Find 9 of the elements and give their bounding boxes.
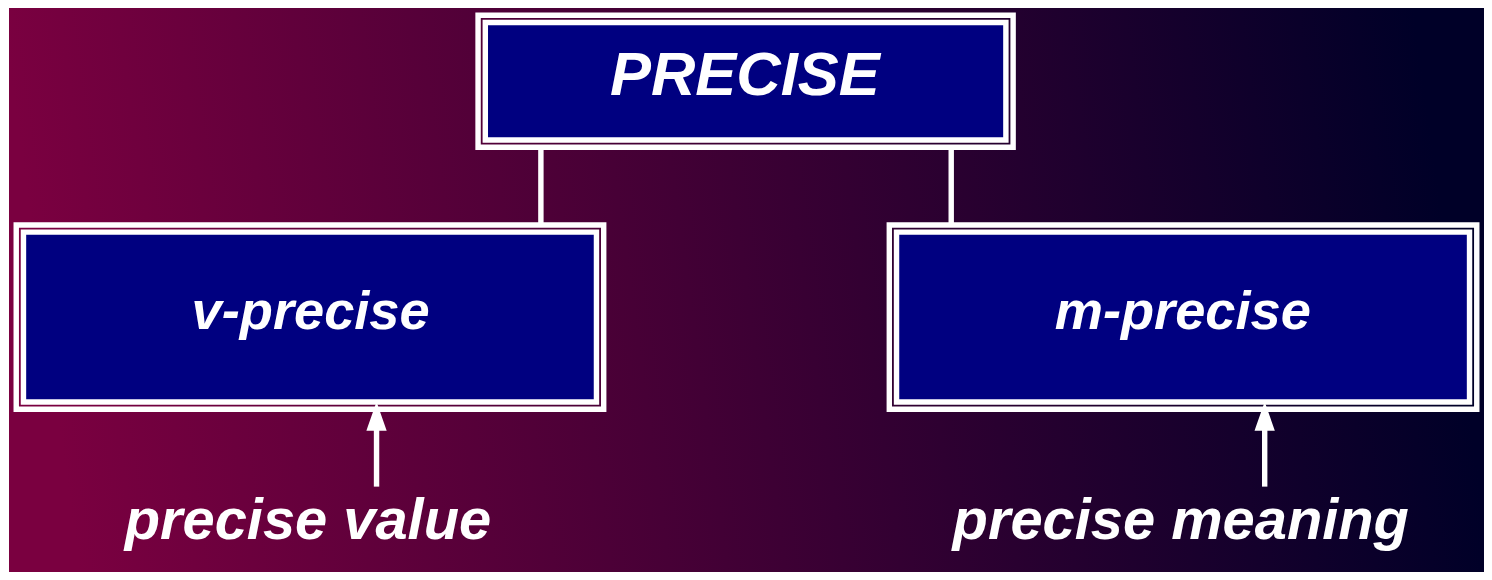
node-box: v-precise <box>13 222 606 412</box>
node-box: PRECISE <box>474 12 1016 150</box>
arrow <box>1254 401 1275 487</box>
arrow <box>365 401 387 487</box>
node-text: precise meaning <box>952 486 1409 551</box>
node-text: precise value <box>124 486 491 551</box>
connector <box>537 147 544 225</box>
connector <box>948 147 954 225</box>
node-box: m-precise <box>886 222 1479 412</box>
